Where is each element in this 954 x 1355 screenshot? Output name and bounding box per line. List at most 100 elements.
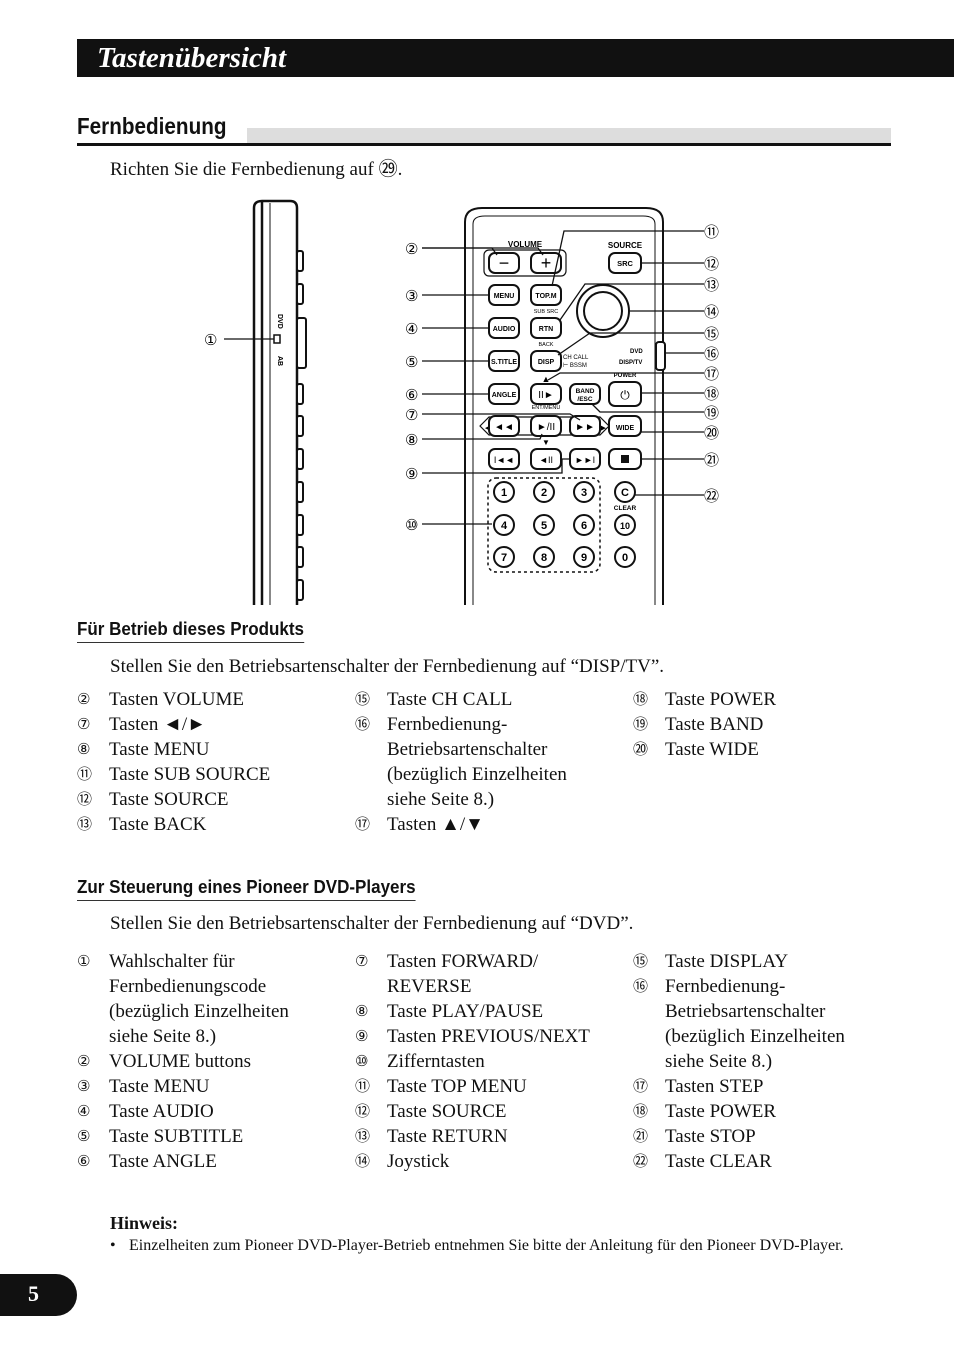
heading-rule	[77, 143, 891, 146]
svg-text:ANGLE: ANGLE	[492, 392, 517, 399]
callout-2: ②	[405, 241, 418, 258]
callout-numbers: ① ② ③ ④ ⑤ ⑥ ⑦ ⑧ ⑨ ⑩ ⑪ ⑫ ⑬ ⑭ ⑮ ⑯ ⑰ ⑱ ⑲ ⑳ …	[204, 224, 719, 534]
item-text: Taste BACK	[109, 814, 207, 835]
digit-key-label: 4	[501, 520, 508, 532]
svg-text:◄II: ◄II	[539, 455, 553, 465]
item-text: Taste DISPLAY	[665, 951, 789, 972]
svg-text:POWER: POWER	[614, 373, 637, 379]
svg-text:WIDE: WIDE	[616, 425, 635, 432]
callout-6: ⑥	[405, 387, 418, 404]
callout-19: ⑲	[704, 405, 719, 422]
item-text: Tasten ◄/►	[109, 714, 206, 735]
svg-text:DISP: DISP	[538, 359, 555, 366]
item-number: ⑬	[355, 1127, 371, 1145]
item-text: Taste MENU	[109, 1076, 210, 1097]
svg-text:II►: II►	[538, 390, 553, 401]
subsection-title-2: Zur Steuerung eines Pioneer DVD-Players	[77, 876, 416, 901]
item-text: Tasten VOLUME	[109, 689, 244, 710]
svg-text:DISP/TV: DISP/TV	[619, 360, 642, 366]
item-number: ⑫	[77, 790, 93, 808]
digit-key-label: C	[621, 487, 629, 499]
digit-key	[533, 514, 555, 536]
item-number: ⑰	[633, 1077, 649, 1095]
side-label-dvd: DVD	[276, 314, 283, 329]
item-number: ⑧	[355, 1002, 369, 1020]
item-number: ⑪	[355, 1077, 371, 1095]
item-text: Joystick	[387, 1151, 450, 1172]
callout-14: ⑭	[704, 304, 719, 321]
section-title: Fernbedienung	[77, 113, 227, 139]
item-text: Taste CH CALL	[387, 689, 513, 710]
digit-key-label: 10	[620, 521, 630, 531]
volume-label: VOLUME	[508, 240, 543, 249]
item-number: ⑩	[355, 1052, 369, 1070]
digit-key	[573, 514, 595, 536]
svg-text:ENT/MENU: ENT/MENU	[532, 405, 561, 411]
page-title: Tastenübersicht	[97, 42, 287, 74]
list-item: ⑦ Tasten FORWARD/ REVERSE	[355, 949, 625, 999]
item-number: ⑤	[77, 1127, 91, 1145]
subsection-text-1: Stellen Sie den Betriebsartenschalter de…	[110, 656, 664, 677]
svg-text:CH CALL: CH CALL	[563, 355, 589, 361]
callout-21: ㉑	[704, 452, 719, 469]
item-number: ④	[77, 1102, 91, 1120]
item-number: ⑪	[77, 765, 93, 783]
item-number: ⑯	[633, 977, 649, 995]
item-text: Taste CLEAR	[665, 1151, 772, 1172]
digit-key-label: 9	[581, 552, 587, 564]
item-number: ⑭	[355, 1152, 371, 1170]
item-number: ⑱	[633, 1102, 649, 1120]
callout-1: ①	[204, 332, 217, 349]
digit-key	[614, 546, 636, 568]
item-text: Taste ANGLE	[109, 1151, 217, 1172]
list-item: ⑭ Joystick	[355, 1149, 625, 1174]
svg-text:DVD: DVD	[630, 349, 643, 355]
callout-9: ⑨	[405, 466, 418, 483]
item-text: Tasten FORWARD/ REVERSE	[387, 951, 539, 997]
svg-text:+: +	[541, 253, 552, 273]
item-number: ⑦	[355, 952, 369, 970]
svg-text:▼: ▼	[542, 438, 550, 447]
intro-text: Richten Sie die Fernbedienung auf ㉙.	[110, 159, 403, 180]
note-bullet: •	[110, 1237, 116, 1254]
callout-20: ⑳	[704, 425, 719, 442]
svg-text:BAND: BAND	[576, 388, 595, 395]
item-number: ③	[77, 1077, 91, 1095]
note-text: Einzelheiten zum Pioneer DVD-Player-Betr…	[129, 1237, 844, 1254]
svg-text:I◄◄: I◄◄	[494, 455, 514, 465]
item-text: Tasten PREVIOUS/NEXT	[387, 1026, 590, 1047]
item-number: ㉒	[633, 1152, 649, 1170]
digit-key	[533, 546, 555, 568]
svg-text:►/II: ►/II	[537, 422, 555, 433]
svg-text:−: −	[499, 253, 510, 273]
digit-key	[573, 481, 595, 503]
remote-front-view: VOLUME − + SOURCE SRC MENU TOP.M	[464, 207, 666, 605]
side-label-ab: AB	[276, 356, 283, 366]
item-number: ⑲	[633, 715, 649, 733]
svg-text:AUDIO: AUDIO	[493, 326, 516, 333]
digit-key-label: 1	[501, 487, 507, 499]
item-number: ⑥	[77, 1152, 91, 1170]
